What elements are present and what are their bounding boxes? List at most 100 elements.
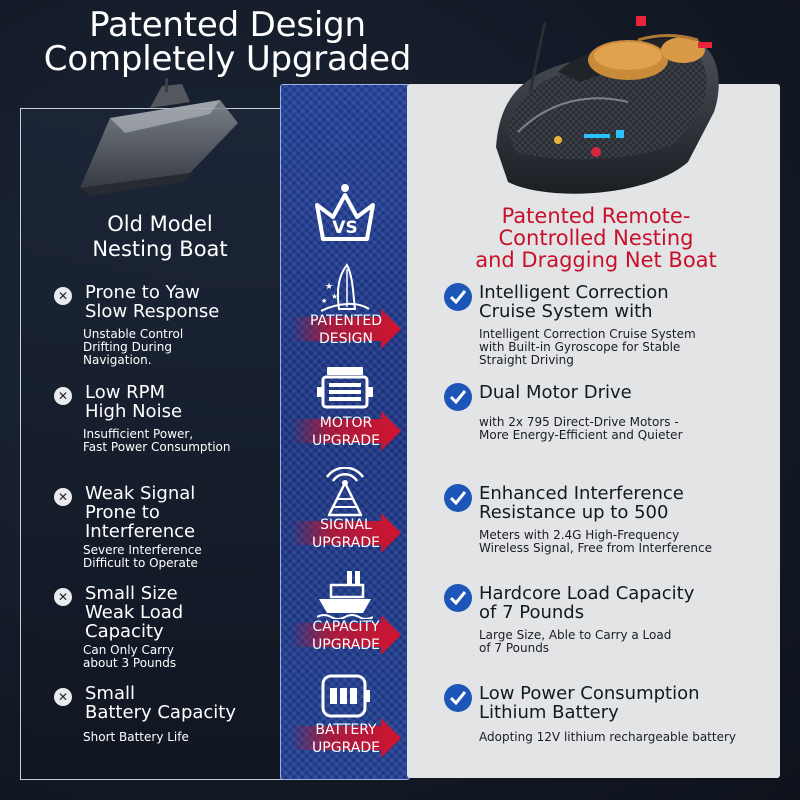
- svg-text:★: ★: [325, 282, 333, 292]
- old-item-desc: Can Only Carry: [83, 643, 174, 657]
- new-item-load: Hardcore Load Capacity of 7 Pounds Large…: [444, 584, 774, 655]
- upgrade-label-line: CAPACITY: [312, 619, 380, 635]
- old-item-size: ✕ Small Size Weak Load Capacity Can Only…: [54, 584, 284, 670]
- old-item-battery: ✕ Small Battery Capacity Short Battery L…: [54, 684, 284, 744]
- motor-icon: [317, 367, 373, 409]
- upgrade-label-line: MOTOR: [319, 415, 373, 431]
- old-item-heading: Slow Response: [85, 301, 220, 322]
- upgrade-label-line: UPGRADE: [312, 637, 380, 653]
- new-item-desc: with 2x 795 Direct-Drive Motors -: [479, 415, 679, 429]
- upgrade-label-line: BATTERY: [315, 722, 377, 738]
- red-arrow-shape: [291, 718, 401, 758]
- old-boat-image: [80, 78, 238, 196]
- check-icon: [444, 584, 472, 612]
- svg-text:★: ★: [331, 292, 338, 301]
- old-item-heading: Prone to: [85, 502, 160, 523]
- x-icon: ✕: [54, 588, 72, 606]
- old-item-heading: High Noise: [85, 401, 183, 422]
- upgrade-label-line: UPGRADE: [312, 535, 380, 551]
- old-item-heading: Small: [85, 683, 135, 704]
- x-icon: ✕: [54, 488, 72, 506]
- ship-icon: [317, 571, 373, 619]
- signal-tower-icon: [325, 467, 365, 517]
- new-item-desc: Adopting 12V lithium rechargeable batter…: [479, 730, 736, 744]
- new-item-desc: Large Size, Able to Carry a Load: [479, 628, 672, 642]
- x-icon: ✕: [54, 688, 72, 706]
- new-item-desc: of 7 Pounds: [479, 641, 550, 655]
- new-title-line-2: Controlled Nesting: [498, 226, 694, 250]
- old-item-desc: Severe Interference: [83, 543, 202, 557]
- upgrade-label-line: UPGRADE: [312, 740, 380, 756]
- new-item-heading: of 7 Pounds: [479, 602, 585, 623]
- new-item-heading: Intelligent Correction: [479, 282, 669, 303]
- upgrade-label: PATENTED DESIGN: [291, 312, 401, 348]
- new-item-correction: Intelligent Correction Cruise System wit…: [444, 283, 774, 367]
- old-item-heading: Prone to Yaw: [85, 282, 200, 303]
- check-icon: [444, 684, 472, 712]
- upgrade-label-line: DESIGN: [319, 331, 373, 347]
- old-item-desc: Short Battery Life: [83, 730, 189, 744]
- new-item-interference: Enhanced Interference Resistance up to 5…: [444, 484, 774, 555]
- vs-crown-icon: VS: [315, 184, 375, 241]
- red-arrow-shape: [291, 309, 401, 349]
- old-item-heading: Interference: [85, 521, 196, 542]
- old-model-title: Old Model Nesting Boat: [60, 212, 260, 262]
- vs-label: VS: [332, 218, 357, 238]
- new-item-heading: Lithium Battery: [479, 702, 619, 723]
- new-boat-image: [496, 16, 719, 194]
- x-icon: ✕: [54, 387, 72, 405]
- new-item-heading: Enhanced Interference: [479, 483, 684, 504]
- old-title-line-1: Old Model: [107, 212, 213, 236]
- old-item-desc: Difficult to Operate: [83, 556, 198, 570]
- x-icon: ✕: [54, 287, 72, 305]
- new-model-panel: [407, 84, 780, 778]
- new-item-heading: Hardcore Load Capacity: [479, 583, 695, 604]
- new-item-desc: More Energy-Efficient and Quieter: [479, 428, 683, 442]
- new-item-desc: Meters with 2.4G High-Frequency: [479, 528, 680, 542]
- red-arrow-shape: [291, 615, 401, 655]
- new-title-line-3: and Dragging Net Boat: [475, 248, 717, 272]
- old-item-rpm: ✕ Low RPM High Noise Insufficient Power,…: [54, 383, 284, 454]
- old-item-heading: Battery Capacity: [85, 702, 237, 723]
- new-item-motor: Dual Motor Drive with 2x 795 Direct-Driv…: [444, 383, 774, 442]
- red-arrow-shape: [291, 411, 401, 451]
- new-item-desc: Intelligent Correction Cruise System: [479, 327, 696, 341]
- old-item-yaw: ✕ Prone to Yaw Slow Response Unstable Co…: [54, 283, 284, 367]
- old-item-heading: Weak Load: [85, 602, 184, 623]
- upgrade-label-line: UPGRADE: [312, 433, 380, 449]
- old-item-desc: Unstable Control: [83, 327, 184, 341]
- new-item-heading: Resistance up to 500: [479, 502, 669, 523]
- old-item-desc: Navigation.: [83, 353, 152, 367]
- upgrade-label: CAPACITY UPGRADE: [291, 618, 401, 654]
- upgrade-label-line: SIGNAL: [320, 517, 372, 533]
- check-icon: [444, 383, 472, 411]
- title-line-2: Completely Upgraded: [43, 39, 412, 79]
- rocket-icon: ★ ★ ★: [320, 263, 370, 312]
- old-model-panel: [20, 108, 283, 780]
- old-item-desc: Fast Power Consumption: [83, 440, 231, 454]
- old-item-heading: Capacity: [85, 621, 164, 642]
- new-item-desc: with Built-in Gyroscope for Stable: [479, 340, 681, 354]
- upgrade-label-line: PATENTED: [309, 313, 383, 329]
- old-item-heading: Small Size: [85, 583, 178, 604]
- new-title-line-1: Patented Remote-: [501, 204, 691, 228]
- upgrade-label: SIGNAL UPGRADE: [291, 516, 401, 552]
- old-item-heading: Weak Signal: [85, 483, 196, 504]
- old-item-desc: Insufficient Power,: [83, 427, 194, 441]
- upgrade-label: BATTERY UPGRADE: [291, 721, 401, 757]
- svg-text:★: ★: [321, 297, 327, 305]
- new-item-heading: Low Power Consumption: [479, 683, 700, 704]
- old-item-desc: Drifting During: [83, 340, 172, 354]
- new-item-heading: Cruise System with: [479, 301, 653, 322]
- new-item-desc: Straight Driving: [479, 353, 574, 367]
- check-icon: [444, 283, 472, 311]
- new-item-desc: Wireless Signal, Free from Interference: [479, 541, 712, 555]
- old-item-signal: ✕ Weak Signal Prone to Interference Seve…: [54, 484, 284, 570]
- upgrade-label: MOTOR UPGRADE: [291, 414, 401, 450]
- new-item-battery: Low Power Consumption Lithium Battery Ad…: [444, 684, 774, 744]
- red-arrow-shape: [291, 513, 401, 553]
- new-model-title: Patented Remote- Controlled Nesting and …: [460, 205, 732, 271]
- new-item-heading: Dual Motor Drive: [479, 382, 632, 403]
- old-item-desc: about 3 Pounds: [83, 656, 177, 670]
- upgrade-strip: VS ★ ★ ★ PATENTED DESIGN: [280, 84, 410, 780]
